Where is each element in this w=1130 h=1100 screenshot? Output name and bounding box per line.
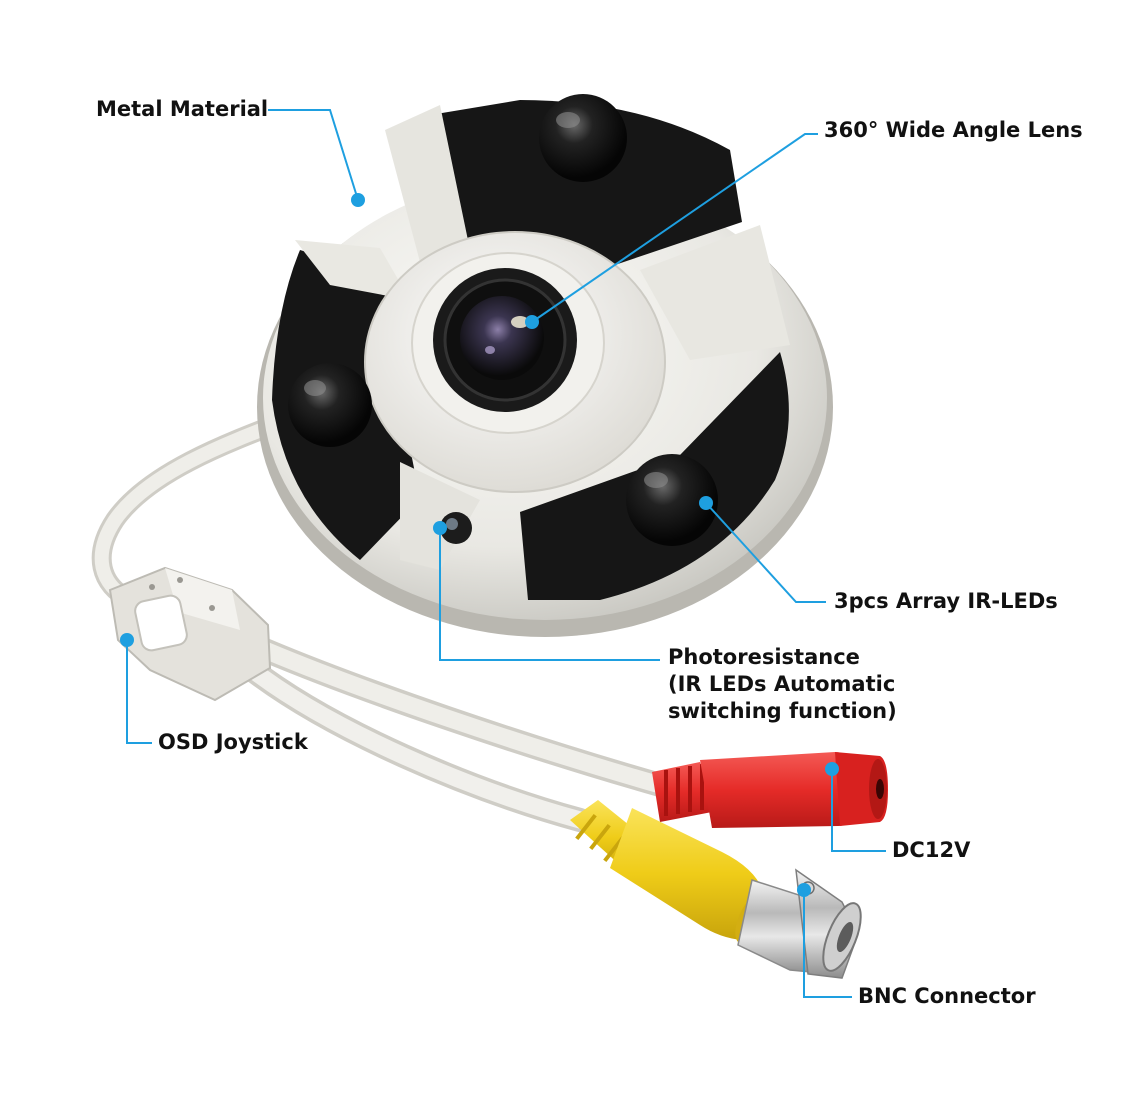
callout-line-metal — [268, 109, 359, 201]
label-photoresistance-line-3: switching function) — [668, 699, 897, 723]
label-osd-joystick: OSD Joystick — [158, 730, 308, 754]
label-photoresistance: Photoresistance (IR LEDs Automatic switc… — [668, 644, 897, 725]
callout-dot-osd — [120, 633, 134, 647]
callout-line-ir — [705, 502, 826, 603]
ir-led-top — [539, 94, 627, 182]
osd-joystick-housing — [108, 566, 272, 702]
callout-dots — [120, 193, 839, 897]
label-ir-leds: 3pcs Array IR-LEDs — [834, 589, 1058, 613]
callout-line-lens — [531, 133, 818, 323]
ir-panel-top — [412, 100, 742, 270]
label-wide-angle-lens: 360° Wide Angle Lens — [824, 118, 1083, 142]
callout-dot-metal — [351, 193, 365, 207]
callout-lines — [126, 109, 886, 998]
callout-dot-ir — [699, 496, 713, 510]
callout-line-photo — [439, 528, 660, 661]
ir-led-left — [288, 363, 372, 447]
callout-line-dc — [831, 769, 886, 852]
callout-dot-bnc — [797, 883, 811, 897]
label-photoresistance-line-1: Photoresistance — [668, 645, 860, 669]
label-dc12v: DC12V — [892, 838, 971, 862]
label-photoresistance-line-2: (IR LEDs Automatic — [668, 672, 896, 696]
callout-line-bnc — [803, 890, 852, 998]
callout-dot-dc — [825, 762, 839, 776]
label-bnc-connector: BNC Connector — [858, 984, 1036, 1008]
camera-body — [257, 94, 833, 637]
dc12v-connector — [652, 752, 888, 828]
callout-line-osd — [126, 640, 152, 744]
cable-group — [91, 405, 672, 832]
label-metal-material: Metal Material — [96, 97, 269, 121]
callout-dot-photo — [433, 521, 447, 535]
callout-dot-lens — [525, 315, 539, 329]
